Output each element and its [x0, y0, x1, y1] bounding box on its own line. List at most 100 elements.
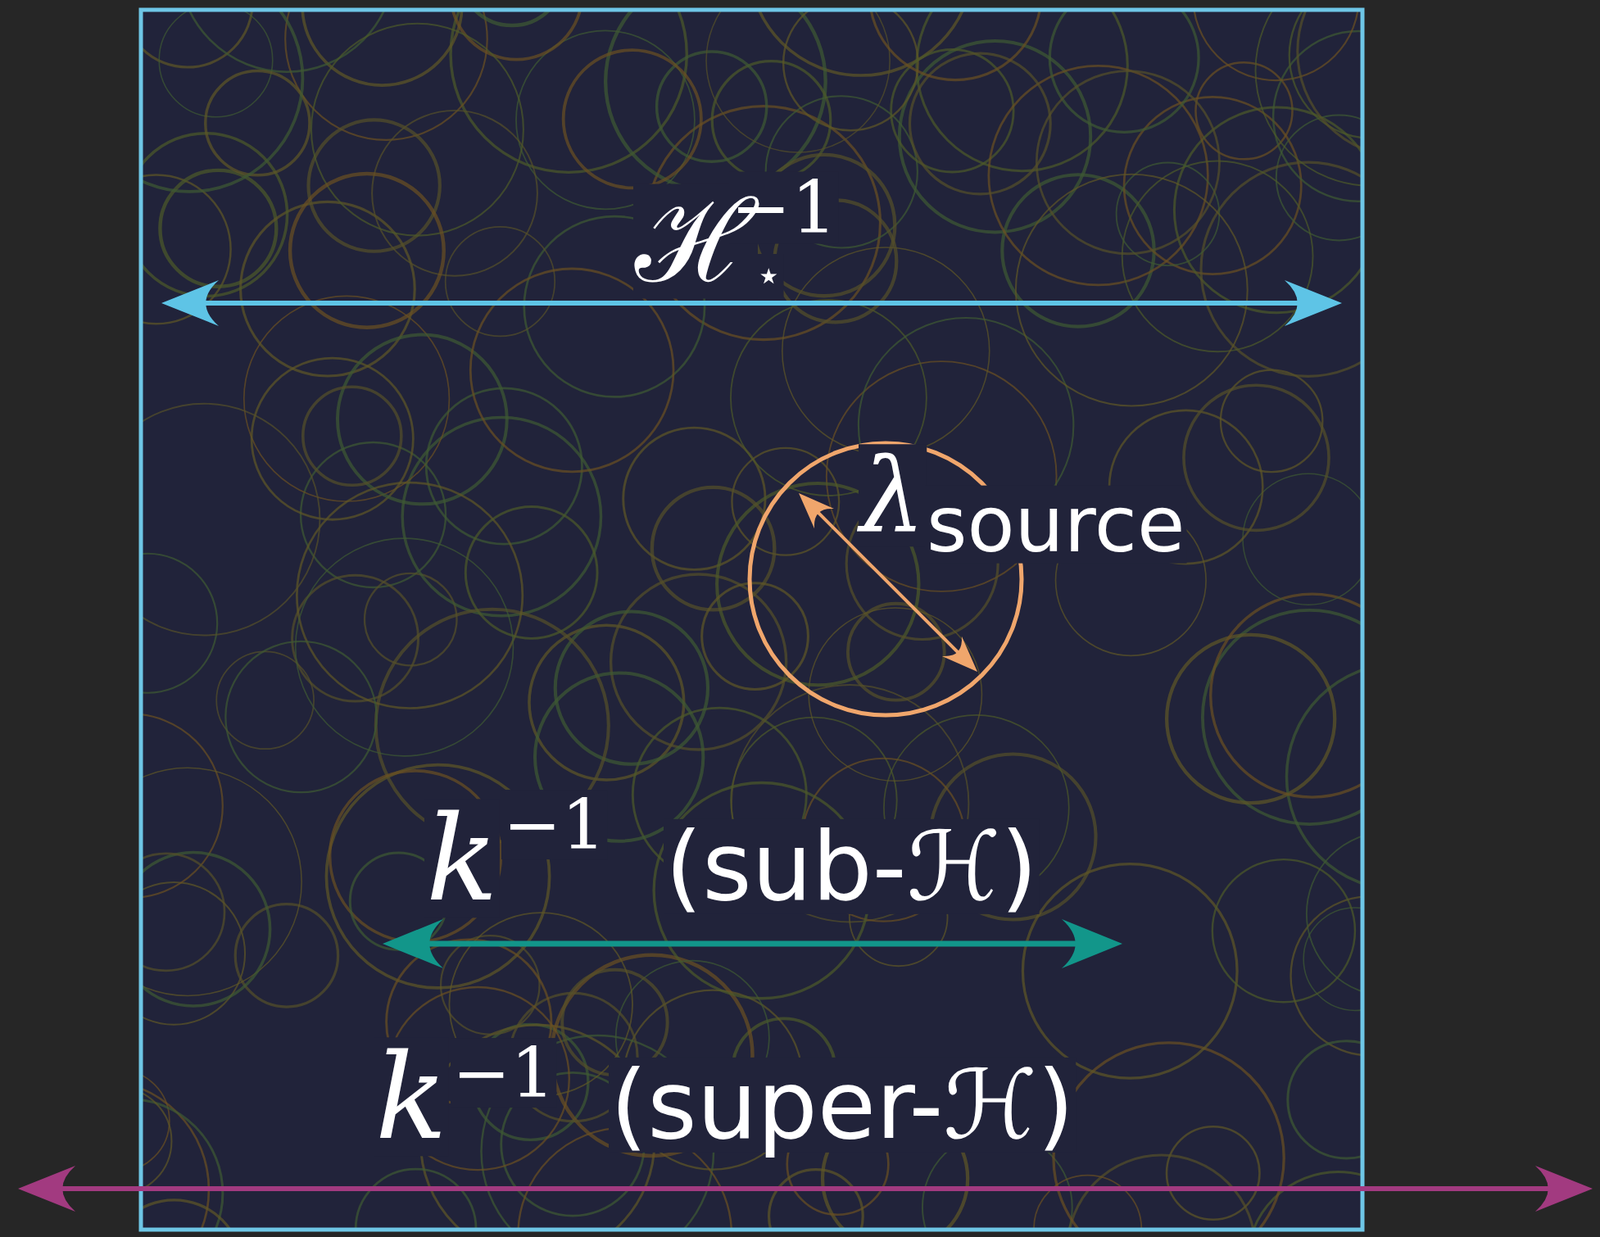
bubble-wall	[140, 1200, 242, 1230]
label-patches	[373, 172, 1187, 1157]
bubble-wall	[445, 226, 556, 337]
bubble-wall	[140, 9, 303, 192]
regime-label: (super-ℋ)	[610, 1057, 1075, 1153]
bubble-wall	[140, 403, 320, 636]
box-border	[140, 9, 1363, 1230]
bubble-wall	[657, 51, 767, 162]
bubble-wall	[1291, 896, 1363, 1056]
bubble-wall	[916, 9, 1128, 172]
label-patch	[373, 1037, 449, 1156]
bubble-wall	[1287, 1041, 1363, 1159]
arrow-shaft	[52, 1186, 1559, 1192]
bubble-wall	[1122, 160, 1314, 352]
regime-label: (sub-ℋ)	[665, 819, 1038, 915]
label-patch	[753, 253, 785, 297]
bubble-wall	[296, 482, 522, 708]
bubble-wall	[623, 427, 766, 570]
bubble-wall	[847, 603, 945, 701]
simulation-box	[140, 9, 1363, 1230]
arrow-head	[788, 483, 834, 529]
bubble-wall	[470, 268, 674, 472]
bubble-wall	[140, 882, 245, 1025]
bubble-wall	[909, 53, 1051, 195]
bubble-wall	[1297, 9, 1363, 157]
source-bubble	[749, 443, 1022, 716]
bubble-wall	[235, 904, 338, 1007]
bubble-wall	[459, 9, 565, 26]
wavelength-symbol: λ	[860, 444, 925, 547]
arrow-head	[1535, 1165, 1593, 1212]
bubble-wall	[731, 448, 839, 556]
bubble-wall	[782, 247, 990, 455]
bubble-wall	[1192, 9, 1359, 81]
bubble-wall	[311, 23, 524, 236]
bubble-wall	[652, 487, 775, 610]
bubble-wall	[371, 110, 538, 277]
arrow-head	[1061, 919, 1123, 969]
subscript: ⋆	[755, 253, 783, 297]
bubble-wall	[337, 335, 508, 505]
bubble-wall	[140, 853, 225, 971]
arrow-head	[942, 636, 988, 682]
bubble-wall	[251, 358, 413, 520]
arrow-head	[18, 1165, 76, 1212]
bubble-wall	[1306, 831, 1363, 996]
bubble-wall	[216, 651, 314, 749]
bubble-wall	[355, 1169, 476, 1230]
bubble-wall	[140, 1087, 172, 1195]
bubble-wall	[563, 49, 702, 188]
bubble-wall	[1255, 9, 1363, 186]
bubble-wall	[769, 1169, 864, 1230]
bubble-wall	[1036, 71, 1220, 254]
bubble-wall	[450, 9, 582, 60]
label-patch	[663, 819, 1040, 915]
bubble-wall	[300, 442, 446, 588]
bubble-wall	[1183, 385, 1329, 531]
bubble-wall	[1015, 174, 1248, 407]
bubble-field	[140, 9, 1363, 1230]
label-patch	[729, 172, 839, 245]
bubble-wall	[1033, 1175, 1142, 1230]
bubble-wall	[1201, 162, 1363, 377]
bubble-wall	[1242, 473, 1363, 605]
bubble-wall	[465, 507, 598, 640]
wavenumber-symbol: k	[426, 798, 499, 918]
label-patch	[450, 1037, 557, 1108]
label-patch	[608, 1057, 1076, 1153]
superscript: −1	[452, 1037, 555, 1108]
arrow-shaft	[418, 941, 1086, 948]
bubble-wall	[244, 295, 450, 502]
bubble-wall	[1273, 31, 1363, 202]
bubble-wall	[240, 201, 416, 377]
bubble-wall	[711, 61, 831, 181]
bubble-wall	[706, 9, 890, 153]
bubble-wall	[140, 1069, 170, 1172]
bubble-wall	[1276, 114, 1363, 241]
label-patch	[924, 485, 1187, 564]
wavenumber-symbol: k	[375, 1037, 448, 1156]
arrow-head	[1284, 280, 1342, 327]
label-patch	[858, 444, 927, 547]
bubble-wall	[1124, 96, 1301, 274]
bubble-wall	[555, 611, 708, 765]
arrow-shaft	[195, 300, 1308, 306]
bubble-wall	[869, 9, 1042, 81]
bubble-wall	[140, 767, 302, 996]
bubble-wall	[1210, 593, 1363, 798]
bubble-wall	[303, 386, 402, 485]
superscript: −1	[730, 172, 838, 245]
bubble-wall	[1220, 370, 1323, 472]
bubble-wall	[1212, 859, 1356, 1002]
subscript: source	[926, 485, 1185, 564]
superscript: −1	[503, 789, 606, 860]
arrow-head	[161, 280, 219, 327]
bubble-wall	[140, 714, 223, 898]
subhorizon-arrow	[382, 919, 1123, 969]
bubble-wall	[702, 583, 809, 690]
label-patch	[424, 798, 500, 918]
label-patch	[501, 789, 608, 860]
superhorizon-arrow	[18, 1165, 1593, 1212]
bubble-wall	[1022, 864, 1238, 1079]
bubble-wall	[140, 133, 288, 297]
